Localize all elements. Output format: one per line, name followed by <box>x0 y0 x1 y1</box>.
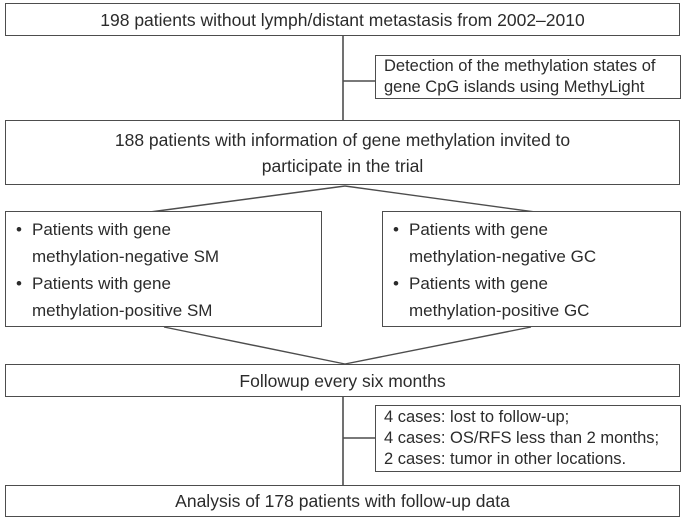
bullet-icon: • <box>16 274 22 293</box>
connector-invited-to-gc <box>344 185 536 213</box>
box-followup: Followup every six months <box>5 364 680 397</box>
box-enrollment: 198 patients without lymph/distant metas… <box>5 3 680 36</box>
list-item-gc-negative: • Patients with gene methylation-negativ… <box>393 216 674 270</box>
exclusions-text: 4 cases: lost to follow-up; 4 cases: OS/… <box>384 408 660 468</box>
connector-sm-to-followup <box>163 326 346 365</box>
followup-text: Followup every six months <box>239 370 446 391</box>
gc-negative-text: Patients with gene methylation-negative … <box>409 220 597 266</box>
box-methylation-note: Detection of the methylation states of g… <box>375 55 681 99</box>
bullet-icon: • <box>16 220 22 239</box>
list-item-sm-negative: • Patients with gene methylation-negativ… <box>16 216 315 270</box>
sm-positive-text: Patients with gene methylation-positive … <box>32 274 213 320</box>
box-analysis: Analysis of 178 patients with follow-up … <box>5 485 680 517</box>
box-sm-groups: • Patients with gene methylation-negativ… <box>5 211 322 327</box>
bullet-icon: • <box>393 220 399 239</box>
gc-positive-text: Patients with gene methylation-positive … <box>409 274 590 320</box>
analysis-text: Analysis of 178 patients with follow-up … <box>175 491 510 511</box>
connector-gc-to-followup <box>344 326 532 365</box>
box-gc-groups: • Patients with gene methylation-negativ… <box>382 211 681 327</box>
methylation-note-text: Detection of the methylation states of g… <box>384 57 656 96</box>
box-exclusions: 4 cases: lost to follow-up; 4 cases: OS/… <box>375 405 681 472</box>
list-item-gc-positive: • Patients with gene methylation-positiv… <box>393 270 674 324</box>
invited-text: 188 patients with information of gene me… <box>114 129 571 176</box>
list-item-sm-positive: • Patients with gene methylation-positiv… <box>16 270 315 324</box>
box-invited: 188 patients with information of gene me… <box>5 120 680 185</box>
connector-invited-to-sm <box>149 185 346 213</box>
bullet-icon: • <box>393 274 399 293</box>
sm-negative-text: Patients with gene methylation-negative … <box>32 220 220 266</box>
enrollment-text: 198 patients without lymph/distant metas… <box>100 9 585 30</box>
